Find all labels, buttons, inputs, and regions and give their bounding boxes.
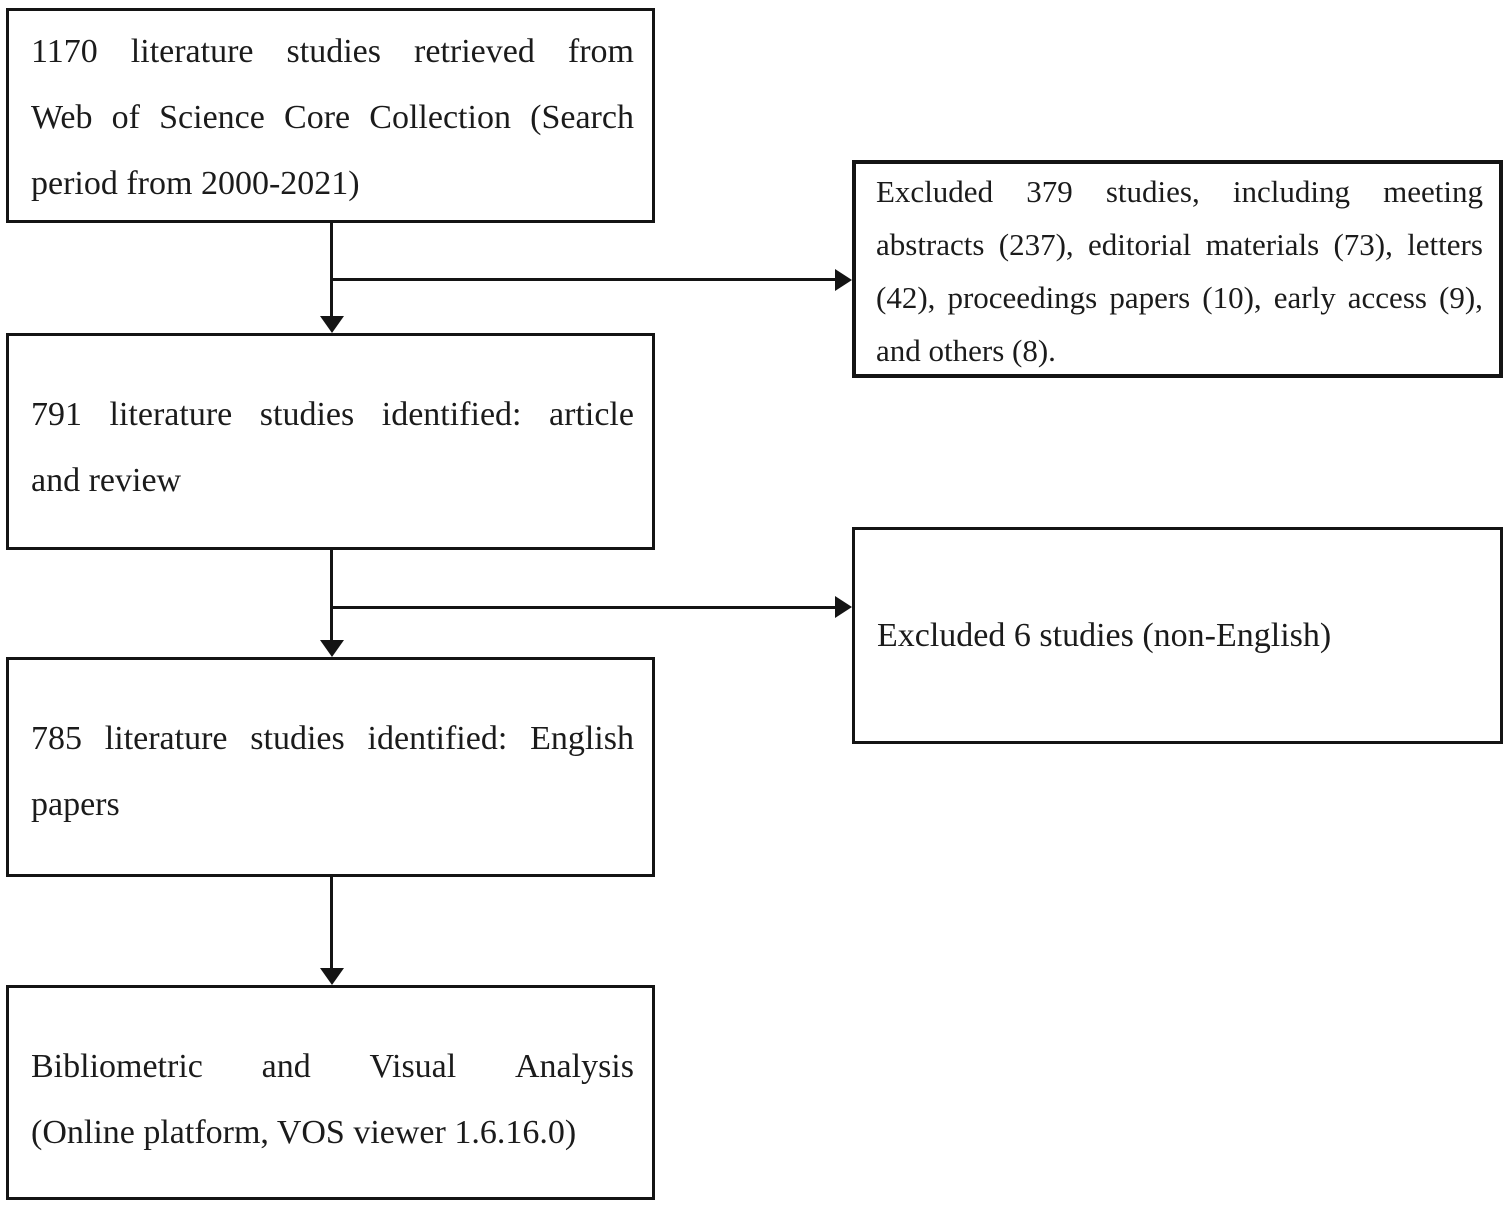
box-text-line: Bibliometric and Visual Analysis xyxy=(31,1034,634,1100)
box-text-line: 785 literature studies identified: English xyxy=(31,706,634,772)
arrow-right-icon xyxy=(835,596,852,618)
box-text-word: papers xyxy=(1109,280,1191,315)
connector-line-791-to-785 xyxy=(330,550,333,642)
box-text-word: retrieved xyxy=(414,33,535,70)
box-text-line: and review xyxy=(31,462,182,499)
box-text-word: (42), xyxy=(876,280,936,315)
box-text-word: proceedings xyxy=(947,280,1098,315)
box-text-word: Analysis xyxy=(514,1048,634,1085)
box-text-word: including xyxy=(1232,174,1350,209)
box-text-word: studies xyxy=(259,396,355,433)
arrow-right-icon xyxy=(835,269,852,291)
box-text-word: 791 xyxy=(31,396,82,433)
box-text-word: Visual xyxy=(369,1048,457,1085)
box-text-word: meeting xyxy=(1383,174,1483,209)
box-text-word: access xyxy=(1347,280,1427,315)
box-text-line: (Online platform, VOS viewer 1.6.16.0) xyxy=(31,1114,577,1151)
connector-line-785-to-analysis xyxy=(330,877,333,970)
box-text-line: papers xyxy=(31,786,120,823)
box-text-word: of xyxy=(111,99,140,136)
box-text-line: period from 2000-2021) xyxy=(31,165,360,202)
box-text-word: editorial xyxy=(1087,227,1192,262)
box-text-line: (42), proceedings papers (10), early access (9… xyxy=(876,271,1483,324)
box-text-word: studies xyxy=(250,720,345,757)
box-text-word: identified: xyxy=(381,396,522,433)
box-text-word: literature xyxy=(130,33,254,70)
box-text-line: abstracts (237), editorial materials (73), le… xyxy=(876,218,1483,271)
connector-line-retrieved-to-excluded379 xyxy=(330,278,836,281)
box-text-word: Science xyxy=(159,99,265,136)
box-text-word: (9), xyxy=(1439,280,1483,315)
box-text-word: article xyxy=(549,396,634,433)
box-excluded-6: Excluded 6 studies (non-English) xyxy=(852,527,1503,744)
box-text-word: Core xyxy=(284,99,351,136)
box-text-word: (10), xyxy=(1202,280,1262,315)
box-text-word: Bibliometric xyxy=(31,1048,203,1085)
box-text-word: (Search xyxy=(530,99,634,136)
box-text-word: early xyxy=(1273,280,1336,315)
box-text-word: Excluded xyxy=(876,174,994,209)
box-text-word: identified: xyxy=(367,720,508,757)
box-text-line: 791 literature studies identified: article xyxy=(31,382,634,448)
arrow-down-icon xyxy=(320,640,344,657)
box-text-word: Web xyxy=(31,99,93,136)
box-text-word: from xyxy=(567,33,634,70)
box-text-line: and others (8). xyxy=(876,333,1056,368)
box-text-word: and xyxy=(261,1048,311,1085)
box-text-word: (73), xyxy=(1333,227,1393,262)
box-text-line: Excluded 379 studies, including meeting xyxy=(876,165,1483,218)
box-text-line: 1170 literature studies retrieved from xyxy=(31,19,634,85)
box-identified-785: 785 literature studies identified: English pa… xyxy=(6,657,655,877)
box-text-word: abstracts xyxy=(876,227,985,262)
box-text-word: 379 xyxy=(1026,174,1073,209)
connector-line-retrieved-to-791 xyxy=(330,223,333,318)
box-identified-791: 791 literature studies identified: article an… xyxy=(6,333,655,550)
arrow-down-icon xyxy=(320,316,344,333)
box-text-word: 1170 xyxy=(31,33,98,70)
box-text-line: Excluded 6 studies (non-English) xyxy=(877,617,1332,654)
box-text-word: (237), xyxy=(998,227,1074,262)
box-text-word: literature xyxy=(109,396,233,433)
box-text-word: literature xyxy=(104,720,228,757)
box-text-word: Collection xyxy=(369,99,511,136)
arrow-down-icon xyxy=(320,968,344,985)
box-text-word: English xyxy=(530,720,634,757)
box-text-word: 785 xyxy=(31,720,82,757)
box-text-word: materials xyxy=(1205,227,1320,262)
box-text-word: studies xyxy=(286,33,381,70)
box-analysis: Bibliometric and Visual Analysis (Online pla… xyxy=(6,985,655,1200)
connector-line-791-to-excluded6 xyxy=(330,606,836,609)
box-text-word: studies, xyxy=(1105,174,1200,209)
box-text-word: letters xyxy=(1407,227,1483,262)
box-excluded-379: Excluded 379 studies, including meeting abstr… xyxy=(852,160,1503,378)
